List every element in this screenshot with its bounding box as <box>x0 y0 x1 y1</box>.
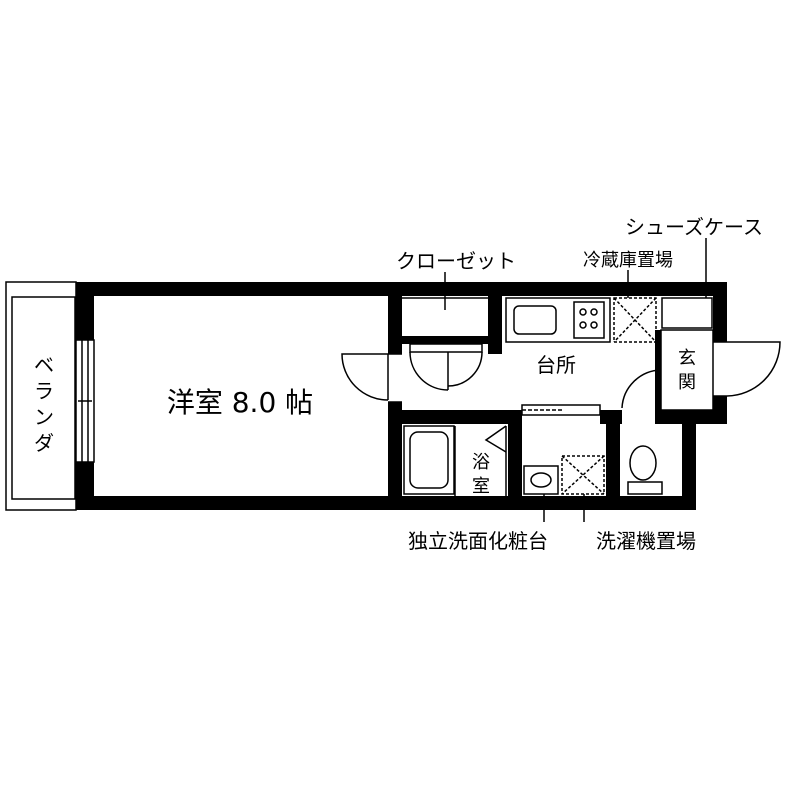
closet-callout: クローゼット <box>396 249 516 273</box>
veranda-label-3: ン <box>34 405 54 429</box>
veranda-label-1: ベ <box>34 353 54 377</box>
washroom-door <box>521 404 601 416</box>
shoe-case-callout: シューズケース <box>625 215 763 239</box>
bath-label-1: 浴 <box>472 452 490 473</box>
western-room-label: 洋室 8.0 帖 <box>167 386 313 419</box>
washer-callout: 洗濯機置場 <box>596 529 696 553</box>
shoe-case <box>661 297 713 329</box>
entrance-label-1: 玄 <box>678 348 696 369</box>
fridge-space <box>613 297 657 343</box>
veranda-label-2: ラ <box>34 379 54 403</box>
kitchen-counter <box>505 297 611 343</box>
bath-label-2: 室 <box>472 476 490 497</box>
entrance-label-2: 関 <box>678 372 696 393</box>
toilet <box>627 445 663 495</box>
balcony-window <box>75 339 95 463</box>
walls <box>76 282 727 510</box>
kitchen-label: 台所 <box>536 353 576 377</box>
vanity-callout: 独立洗面化粧台 <box>408 529 548 553</box>
leader-lines <box>444 238 707 522</box>
fridge-callout: 冷蔵庫置場 <box>583 250 673 271</box>
veranda-label-4: ダ <box>34 431 54 455</box>
bathtub <box>403 425 507 496</box>
washer-space <box>561 455 605 495</box>
vanity-unit <box>523 465 559 495</box>
room-door <box>341 353 402 403</box>
closet-unit <box>402 297 488 391</box>
entrance-door <box>621 329 781 411</box>
